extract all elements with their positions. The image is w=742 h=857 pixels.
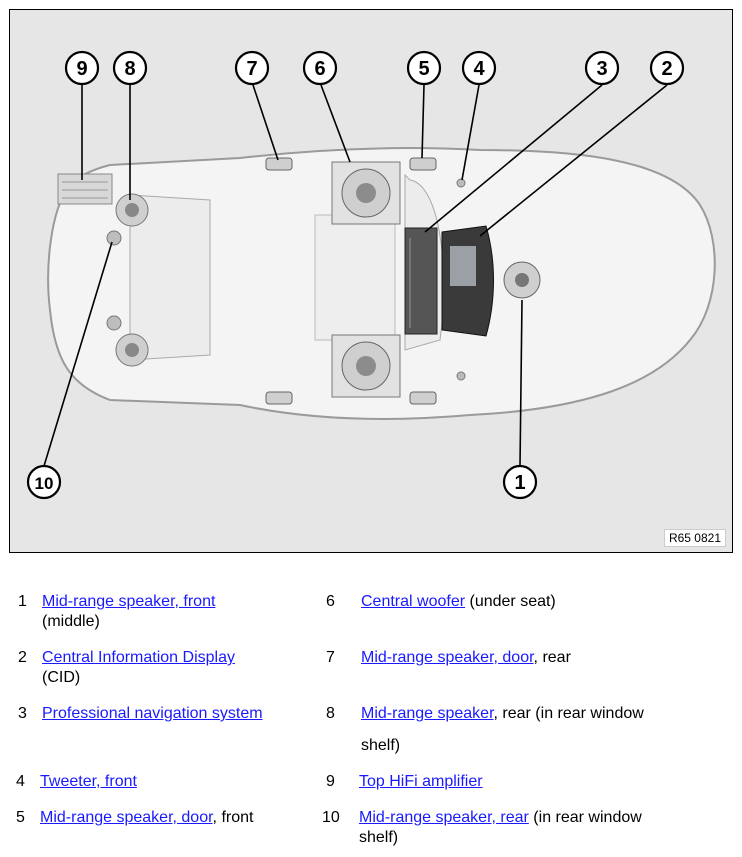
legend-text: , rear (in rear window — [493, 705, 644, 722]
svg-text:2: 2 — [661, 58, 672, 80]
legend-text: (under seat) — [465, 593, 556, 610]
legend-link[interactable]: Tweeter, front — [40, 773, 137, 790]
legend-link[interactable]: Mid-range speaker — [361, 705, 494, 722]
legend-entry: Mid-range speaker, rear (in rear window — [361, 704, 644, 724]
callout-5: 5 — [406, 50, 442, 86]
callout-3: 3 — [584, 50, 620, 86]
amplifier-unit — [57, 173, 113, 205]
legend-link[interactable]: Mid-range speaker, front — [42, 593, 216, 610]
central-woofer-top — [331, 161, 401, 225]
callout-8: 8 — [112, 50, 148, 86]
svg-text:5: 5 — [418, 58, 429, 80]
legend-number: 8 — [326, 705, 335, 722]
legend-entry: Tweeter, front — [40, 772, 137, 792]
legend-link[interactable]: Central woofer — [361, 593, 466, 610]
legend-number: 9 — [326, 773, 335, 790]
legend-text: , rear — [533, 649, 571, 666]
legend-number: 6 — [326, 593, 335, 610]
car-audio-diagram: 9 8 7 6 5 4 3 2 10 1 R65 0821 — [9, 9, 733, 553]
legend-text: , front — [212, 809, 254, 826]
legend-entry: Central Information Display — [42, 648, 235, 668]
legend-number: 7 — [326, 649, 335, 666]
legend-entry: Mid-range speaker, door, rear — [361, 648, 571, 668]
legend-text-continued: shelf) — [361, 737, 401, 754]
legend-entry: Mid-range speaker, door, front — [40, 808, 253, 828]
legend-text-continued: (middle) — [42, 613, 100, 630]
svg-text:6: 6 — [314, 58, 325, 80]
legend-text-continued: shelf) — [359, 829, 399, 846]
callout-9: 9 — [64, 50, 100, 86]
reference-code: R65 0821 — [663, 529, 726, 547]
legend-entry: Central woofer (under seat) — [361, 592, 556, 612]
svg-text:8: 8 — [124, 58, 135, 80]
legend-link[interactable]: Central Information Display — [42, 649, 235, 666]
svg-text:4: 4 — [473, 58, 485, 80]
legend-number: 2 — [18, 649, 27, 666]
callout-7: 7 — [234, 50, 270, 86]
callout-2: 2 — [649, 50, 685, 86]
legend-number: 3 — [18, 705, 27, 722]
legend-number: 1 — [18, 593, 27, 610]
svg-text:7: 7 — [246, 58, 257, 80]
legend-number: 4 — [16, 773, 25, 790]
legend-number: 10 — [322, 809, 340, 826]
legend-entry: Mid-range speaker, rear (in rear window — [359, 808, 642, 828]
callout-6: 6 — [302, 50, 338, 86]
legend-text: (in rear window — [528, 809, 642, 826]
svg-text:10: 10 — [35, 474, 54, 493]
legend-entry: Top HiFi amplifier — [359, 772, 483, 792]
svg-text:3: 3 — [596, 58, 607, 80]
central-woofer-bottom — [331, 334, 401, 398]
car-top-view-illustration: 9 8 7 6 5 4 3 2 10 1 — [26, 50, 716, 500]
legend-link[interactable]: Mid-range speaker, door — [361, 649, 534, 666]
callout-10: 10 — [26, 464, 62, 500]
svg-text:9: 9 — [76, 58, 87, 80]
callout-4: 4 — [461, 50, 497, 86]
legend-link[interactable]: Top HiFi amplifier — [359, 773, 483, 790]
legend-number: 5 — [16, 809, 25, 826]
legend-link[interactable]: Mid-range speaker, rear — [359, 809, 529, 826]
legend-link[interactable]: Professional navigation system — [42, 705, 263, 722]
legend-entry: Mid-range speaker, front — [42, 592, 215, 612]
legend-entry: Professional navigation system — [42, 704, 263, 724]
callout-1: 1 — [502, 464, 538, 500]
legend-link[interactable]: Mid-range speaker, door — [40, 809, 213, 826]
svg-text:1: 1 — [514, 472, 525, 494]
legend-text-continued: (CID) — [42, 669, 81, 686]
